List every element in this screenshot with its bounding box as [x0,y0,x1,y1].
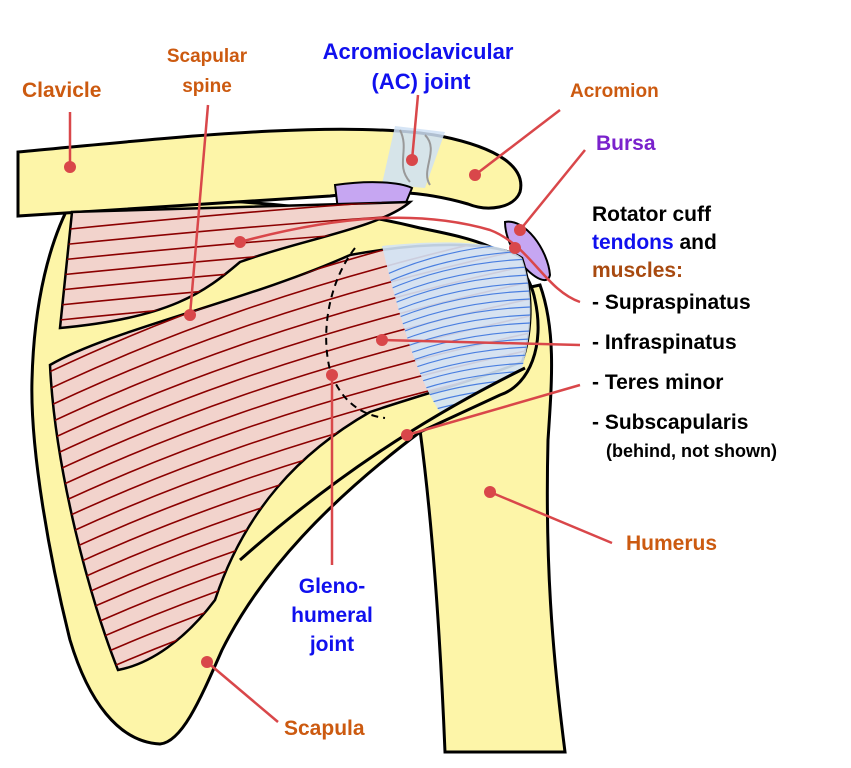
glenoid-outline [325,247,386,419]
spine-pointer [188,104,210,316]
label-tendons-line: tendons and [592,231,717,254]
teres-dot [401,429,413,441]
rotator-tendon [382,242,531,412]
tendon-fiber [384,274,531,308]
label-bursa: Bursa [596,132,656,155]
label-subscapularis-note: (behind, not shown) [606,441,777,461]
acromion-pointer [474,109,561,176]
infraspinatus-muscle [48,243,532,672]
infraspinatus-pointer [381,338,581,347]
label-supraspinatus: - Supraspinatus [592,291,751,314]
label-subscapularis: - Subscapularis [592,411,748,434]
label-clavicle: Clavicle [22,79,101,102]
label-ac-joint-2: (AC) joint [372,69,472,94]
tendon-fiber [384,258,531,292]
label-rotator-cuff: Rotator cuff [592,203,712,226]
bursa-pointer [519,149,586,231]
supraspinatus-pointer [239,216,581,304]
label-acromion: Acromion [570,81,659,102]
tendon-fiber [384,282,531,316]
label-gleno-3: joint [309,633,354,656]
scapula-pointer [206,661,279,723]
bursa-dot [514,224,526,236]
humerus-pointer [489,490,613,545]
label-scapular-spine-2: spine [182,76,232,97]
tendon-fiber [384,266,531,300]
infraspinatus-dot [376,334,388,346]
spine-dot [184,309,196,321]
label-infraspinatus: - Infraspinatus [592,331,737,354]
bursa [503,220,552,282]
label-muscles: muscles: [592,259,683,282]
ac-joint-line [424,134,432,186]
label-scapula: Scapula [284,717,365,740]
label-gleno-1: Gleno- [299,575,366,598]
scapula-dot [201,656,213,668]
ac-dot [406,154,418,166]
label-tendons: tendons [592,231,674,254]
ac-pointer [410,94,420,161]
acromion-dot [469,169,481,181]
ac-joint-line [399,129,411,183]
supraspinatus-fiber [60,202,410,231]
tendon-fiber [384,290,531,324]
label-ac-joint-1: Acromioclavicular [323,39,514,64]
label-scapular-spine-1: Scapular [167,46,248,67]
clavicle-dot [64,161,76,173]
label-teres-minor: - Teres minor [592,371,723,394]
label-humerus: Humerus [626,532,717,555]
teres-border [239,366,526,562]
humerus-dot [484,486,496,498]
label-gleno-2: humeral [291,604,373,627]
label-and: and [674,231,717,254]
teres-pointer [406,383,581,437]
supraspinatus-tendon-dot [509,242,521,254]
gleno-dot [326,369,338,381]
supraspinatus-dot [234,236,246,248]
